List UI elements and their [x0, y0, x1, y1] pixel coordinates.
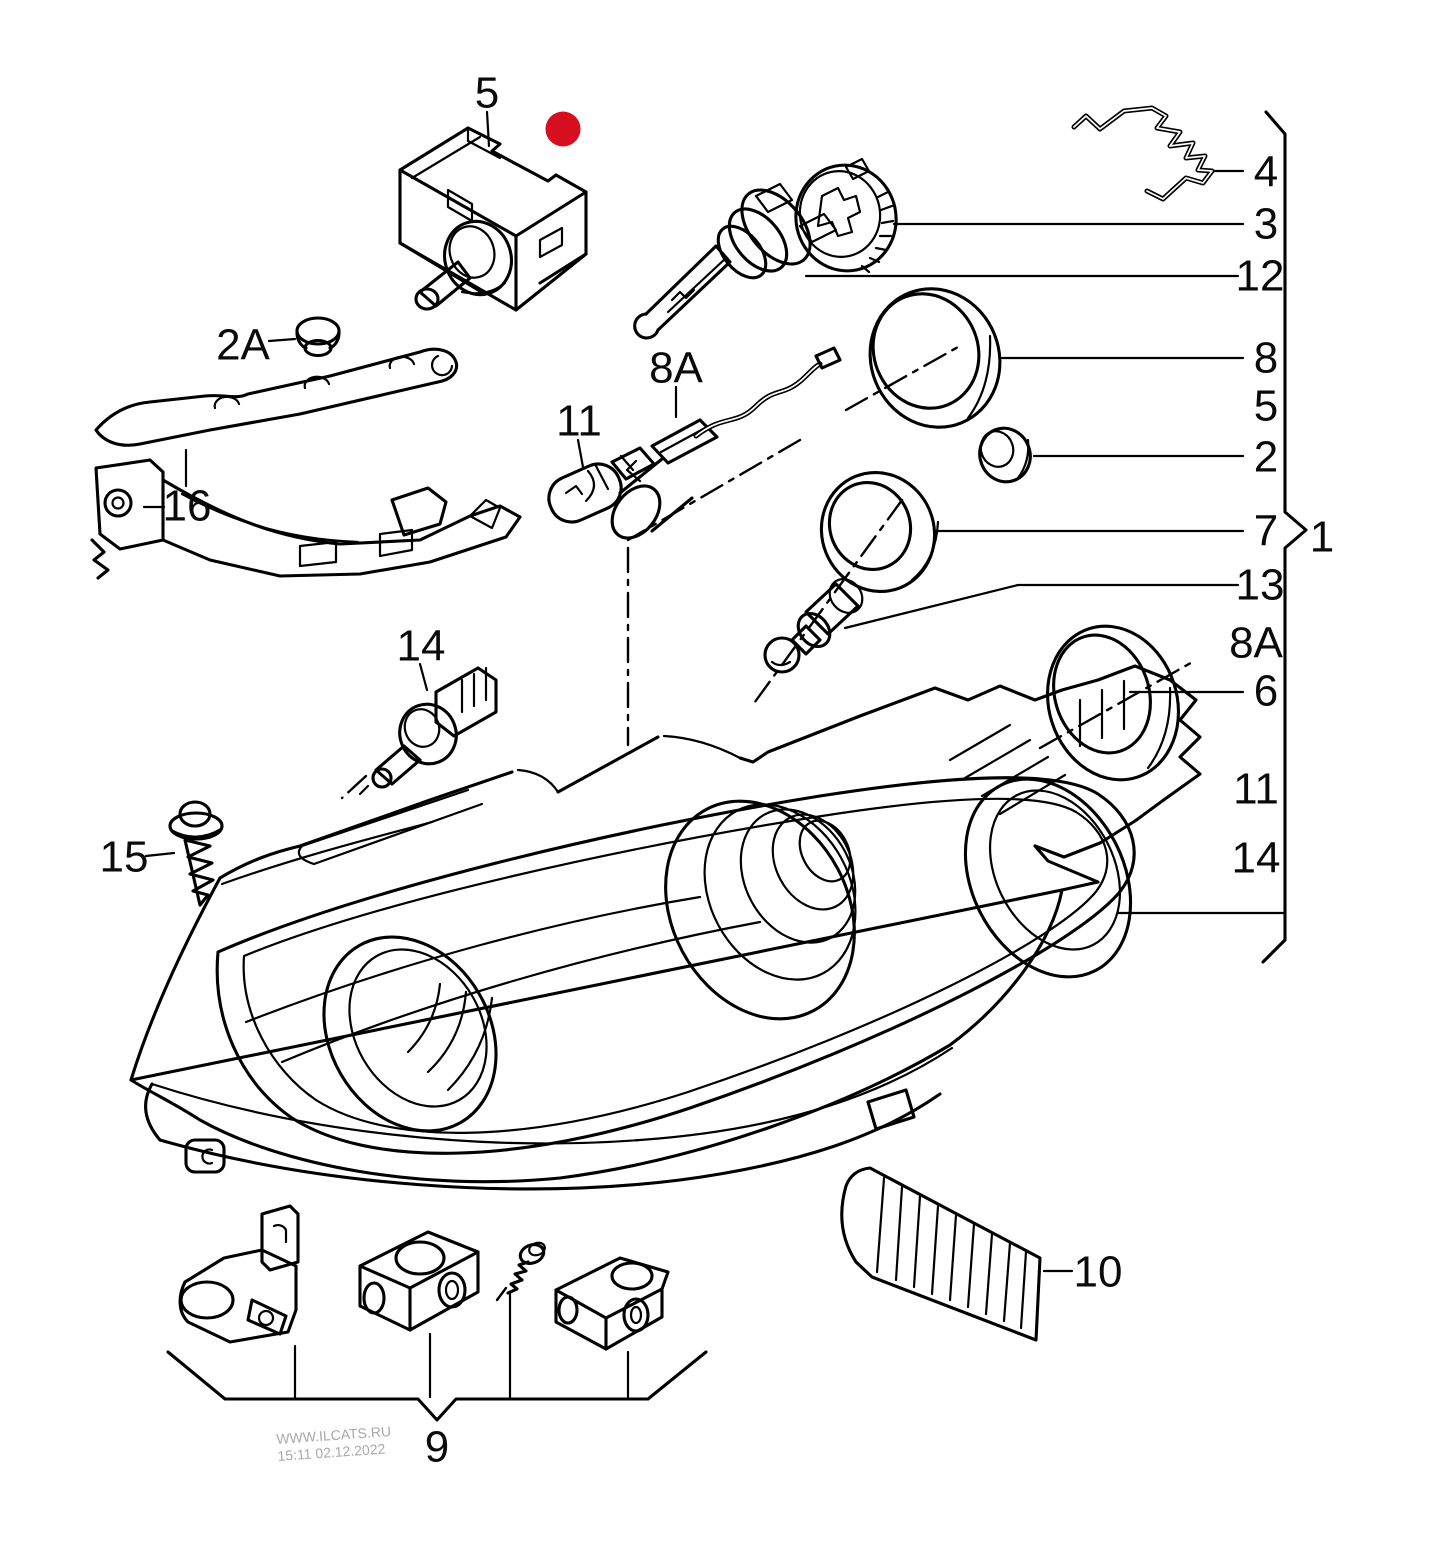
part-drawing-spring-clip — [1071, 105, 1215, 202]
callout-3-ring[interactable]: 3 — [1254, 200, 1278, 249]
callout-11-bulb[interactable]: 11 — [556, 397, 602, 446]
construction-lines — [340, 345, 1198, 800]
callout-4-clip[interactable]: 4 — [1254, 148, 1278, 197]
part-drawing-headlamp-assembly — [129, 664, 1202, 1191]
group-bracket-part-1 — [1261, 110, 1308, 964]
part-drawing-cap-2a — [295, 316, 341, 358]
part-drawing-adjustment-motor — [398, 126, 588, 312]
leader-line-5 — [485, 110, 491, 148]
part-drawing-bracket-16 — [90, 347, 522, 580]
selected-part-marker — [545, 111, 581, 147]
part-drawing-cap-ring-large — [1045, 624, 1181, 782]
callout-1-assembly[interactable]: 1 — [1310, 513, 1334, 562]
leader-lines — [142, 169, 1285, 1273]
group-bracket-part-9 — [166, 1350, 708, 1422]
part-drawing-cap-ring — [819, 470, 940, 594]
part-drawing-retaining-ring — [794, 157, 898, 274]
watermark-timestamp: 15:11 02.12.2022 — [277, 1440, 386, 1464]
watermark-site: WWW.ILCATS.RU — [276, 1423, 392, 1447]
callout-5-list[interactable]: 5 — [1254, 382, 1278, 431]
part-drawing-bulb-socket — [763, 578, 864, 674]
part-drawing-reflector — [840, 1166, 1042, 1342]
part-drawing-h7-bulb — [633, 182, 838, 340]
callout-8a-list[interactable]: 8A — [1229, 619, 1283, 668]
leader-lines-part-9 — [293, 1290, 630, 1399]
callout-5-motor[interactable]: 5 — [475, 69, 499, 118]
part-drawing-holder-cable — [610, 346, 842, 540]
callout-8-cap[interactable]: 8 — [1254, 334, 1278, 383]
callout-2-cap[interactable]: 2 — [1254, 433, 1278, 482]
callout-10-reflector[interactable]: 10 — [1074, 1248, 1123, 1297]
part-drawing-screw — [168, 800, 224, 907]
callout-2a-cap[interactable]: 2A — [216, 321, 270, 370]
part-drawing-cap-large — [868, 287, 1002, 429]
callout-14-list[interactable]: 14 — [1232, 834, 1281, 883]
callout-12-bulb[interactable]: 12 — [1236, 252, 1285, 301]
part-drawing-bulb-holder — [358, 666, 498, 796]
callout-14-bulb[interactable]: 14 — [397, 622, 446, 671]
callout-9-brackets[interactable]: 9 — [425, 1423, 449, 1472]
part-drawing-cap-small — [978, 426, 1032, 484]
callout-13-bulb[interactable]: 13 — [1236, 561, 1285, 610]
callout-16-bracket[interactable]: 16 — [163, 482, 212, 531]
callout-6-ring[interactable]: 6 — [1254, 667, 1278, 716]
callout-8a-holder[interactable]: 8A — [649, 344, 703, 393]
callout-11-list[interactable]: 11 — [1233, 765, 1279, 814]
callout-15-screw[interactable]: 15 — [100, 833, 149, 882]
part-drawing-bracket-set — [178, 1204, 670, 1351]
callout-7-ring[interactable]: 7 — [1254, 507, 1278, 556]
